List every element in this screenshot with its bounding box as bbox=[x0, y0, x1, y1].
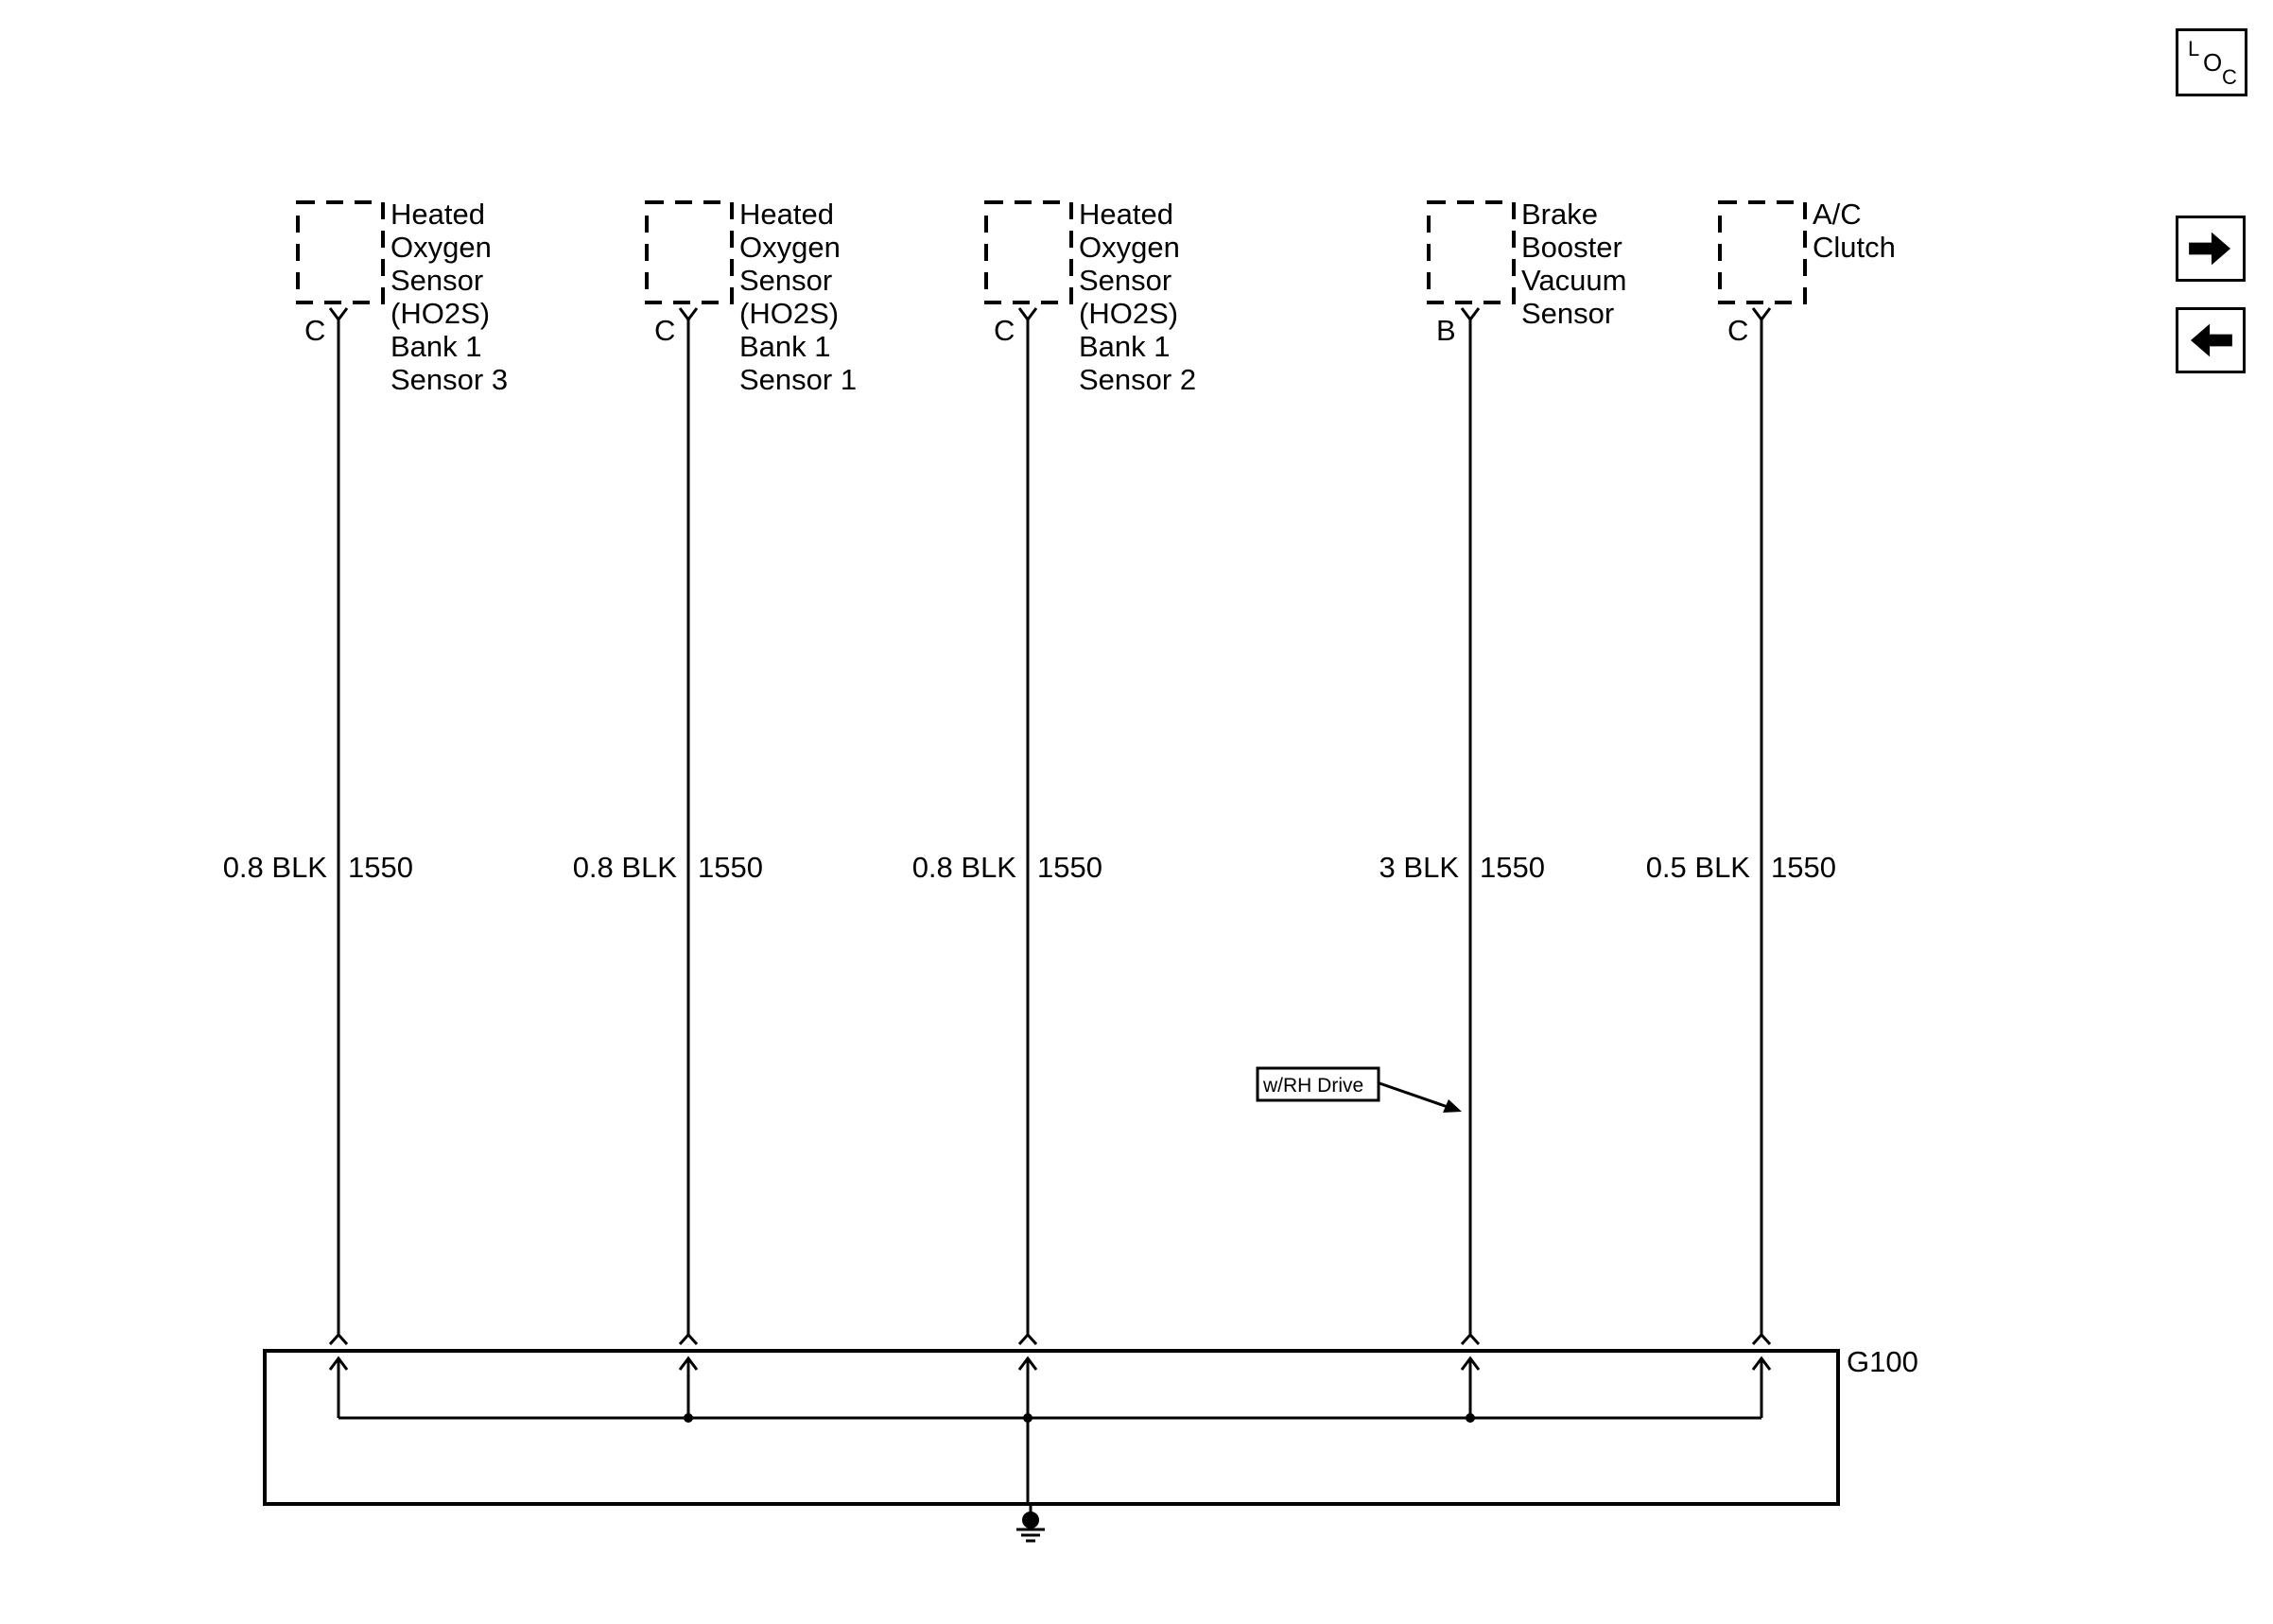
loc-button[interactable]: L O C bbox=[2176, 28, 2247, 96]
note-arrow-line bbox=[1379, 1081, 1451, 1110]
pin-label: C bbox=[654, 314, 675, 347]
component-label-line: Oxygen bbox=[390, 231, 492, 264]
component-label-line: (HO2S) bbox=[390, 297, 490, 330]
splice-arrow-icon bbox=[678, 1356, 699, 1371]
circuit-number-label: 1550 bbox=[698, 851, 763, 884]
note-box bbox=[1256, 1066, 1380, 1102]
wires-layer: 0.8 BLK 1550 0.8 BLK 1550 0.8 BLK 1550 3 BLK 15… bbox=[223, 320, 1836, 1346]
terminal-chevron-icon bbox=[1751, 1332, 1772, 1346]
pin-label: C bbox=[304, 314, 325, 347]
pin-label: C bbox=[994, 314, 1015, 347]
pin-label: C bbox=[1727, 314, 1748, 347]
wire-gauge-label: 0.8 BLK bbox=[912, 851, 1017, 884]
component-label-line: Clutch bbox=[1813, 231, 1896, 264]
component-label-line: Oxygen bbox=[1079, 231, 1180, 264]
arrow-right-icon bbox=[2189, 232, 2231, 266]
circuit-number-label: 1550 bbox=[1771, 851, 1836, 884]
back-button[interactable] bbox=[2176, 307, 2246, 373]
component-label-line: Bank 1 bbox=[739, 330, 831, 363]
terminal-chevron-icon bbox=[1460, 1332, 1481, 1346]
note-arrow-head bbox=[1443, 1099, 1462, 1113]
connector-fork-icon bbox=[1017, 307, 1038, 322]
component-label-line: Sensor bbox=[390, 264, 483, 297]
component-label-line: (HO2S) bbox=[1079, 297, 1178, 330]
terminal-chevron-icon bbox=[678, 1332, 699, 1346]
component-label-line: Heated bbox=[739, 198, 834, 231]
splice-bus bbox=[328, 1356, 1772, 1504]
component-label-line: (HO2S) bbox=[739, 297, 839, 330]
splice-arrow-icon bbox=[1017, 1356, 1038, 1371]
component-label-line: Sensor bbox=[1079, 264, 1171, 297]
component-box bbox=[1427, 200, 1516, 304]
component-label-line: Sensor bbox=[739, 264, 832, 297]
terminal-chevron-icon bbox=[1017, 1332, 1038, 1346]
g100-label: G100 bbox=[1847, 1345, 1918, 1378]
component-label-line: Brake bbox=[1521, 198, 1598, 231]
pin-label: B bbox=[1436, 314, 1456, 347]
component-label-line: Bank 1 bbox=[390, 330, 482, 363]
component-label-line: Bank 1 bbox=[1079, 330, 1171, 363]
connector-fork-icon bbox=[1460, 307, 1481, 322]
splice-junction-dot bbox=[1466, 1413, 1475, 1423]
loc-letter-l: L bbox=[2188, 37, 2200, 60]
wire-4: 0.5 BLK 1550 bbox=[1646, 320, 1836, 1346]
component-box bbox=[645, 200, 734, 304]
wire-0: 0.8 BLK 1550 bbox=[223, 320, 413, 1346]
component-label-line: Oxygen bbox=[739, 231, 841, 264]
wire-2: 0.8 BLK 1550 bbox=[912, 320, 1102, 1346]
wire-1: 0.8 BLK 1550 bbox=[573, 320, 763, 1346]
component-label-line: Sensor 2 bbox=[1079, 363, 1196, 396]
connector-fork-icon bbox=[1751, 307, 1772, 322]
component-label-line: Heated bbox=[390, 198, 485, 231]
wire-gauge-label: 0.8 BLK bbox=[573, 851, 678, 884]
loc-letter-c: C bbox=[2222, 65, 2237, 89]
loc-letter-o: O bbox=[2203, 48, 2223, 77]
wire-gauge-label: 0.5 BLK bbox=[1646, 851, 1751, 884]
ground-splice-block: G100 bbox=[263, 1345, 1918, 1543]
component-label-line: Sensor 3 bbox=[390, 363, 508, 396]
rh-drive-note: w/RH Drive bbox=[1256, 1066, 1462, 1113]
arrow-left-icon bbox=[2190, 323, 2232, 357]
connector-fork-icon bbox=[328, 307, 349, 322]
component-label-line: Sensor 1 bbox=[739, 363, 857, 396]
g100-splice-box bbox=[263, 1349, 1840, 1506]
terminal-chevron-icon bbox=[328, 1332, 349, 1346]
note-text: w/RH Drive bbox=[1262, 1075, 1363, 1097]
splice-arrow-icon bbox=[328, 1356, 349, 1371]
forward-button[interactable] bbox=[2176, 216, 2246, 282]
component-box bbox=[1718, 200, 1807, 304]
component-label-line: Heated bbox=[1079, 198, 1173, 231]
component-box bbox=[984, 200, 1073, 304]
component-label-line: Booster bbox=[1521, 231, 1622, 264]
splice-arrow-icon bbox=[1751, 1356, 1772, 1371]
wire-gauge-label: 0.8 BLK bbox=[223, 851, 328, 884]
component-box bbox=[296, 200, 385, 304]
wire-gauge-label: 3 BLK bbox=[1379, 851, 1460, 884]
splice-arrow-icon bbox=[1460, 1356, 1481, 1371]
splice-junction-dot bbox=[684, 1413, 693, 1423]
circuit-number-label: 1550 bbox=[348, 851, 413, 884]
component-label-line: Vacuum bbox=[1521, 264, 1626, 297]
ground-symbol-icon bbox=[1016, 1504, 1045, 1543]
circuit-number-label: 1550 bbox=[1037, 851, 1102, 884]
component-label-line: Sensor bbox=[1521, 297, 1614, 330]
connector-fork-icon bbox=[678, 307, 699, 322]
wire-3: 3 BLK 1550 bbox=[1379, 320, 1545, 1346]
component-label-line: A/C bbox=[1813, 198, 1862, 231]
circuit-number-label: 1550 bbox=[1480, 851, 1545, 884]
